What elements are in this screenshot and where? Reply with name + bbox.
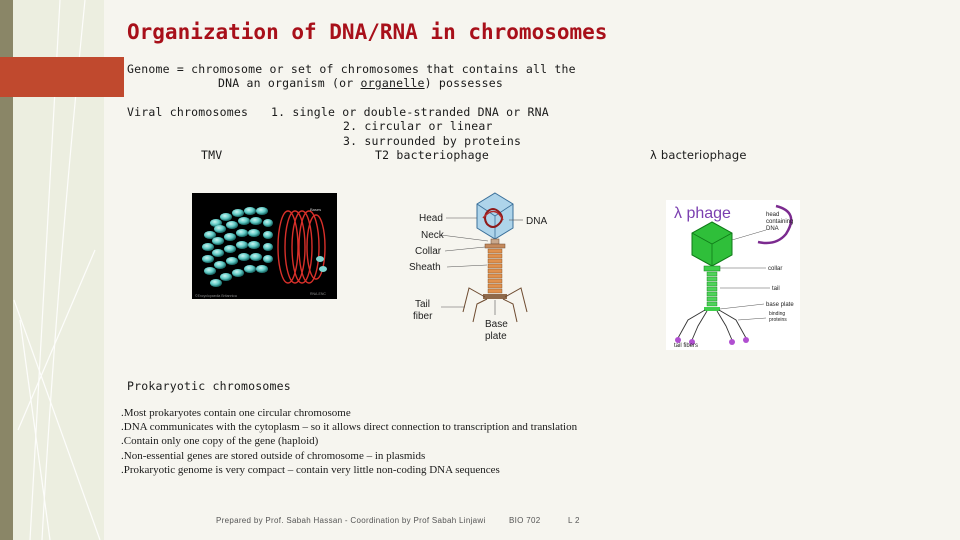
lambda-tail-label: tail: [772, 286, 780, 292]
t2-image: Head Neck Collar Sheath Tail fiber Base …: [403, 190, 553, 345]
lambda-figure-title: λ phage: [674, 205, 731, 222]
tmv-code: RNA-ENC: [310, 292, 326, 296]
tmv-bases-label: Bases: [310, 207, 321, 212]
viral-point-2: 2. circular or linear: [343, 119, 493, 133]
viral-point-3: 3. surrounded by proteins: [343, 134, 522, 148]
t2-base-label: Base: [485, 319, 508, 330]
viral-heading: Viral chromosomes: [127, 105, 249, 119]
genome-definition-line2: DNA an organism (or organelle) possesses: [218, 76, 503, 90]
t2-collar-label: Collar: [415, 246, 442, 257]
tmv-illustration: Bases ©Encyclopaedia Britannica RNA-ENC: [195, 207, 327, 298]
prokaryotic-bullet-2: .DNA communicates with the cytoplasm – s…: [121, 421, 578, 433]
prokaryotic-bullet-5: .Prokaryotic genome is very compact – co…: [121, 464, 500, 476]
prokaryotic-bullet-4: .Non-essential genes are stored outside …: [121, 450, 426, 462]
lambda-head-label-3: DNA: [766, 226, 779, 232]
tmv-copyright: ©Encyclopaedia Britannica: [195, 294, 237, 298]
accent-tab: [0, 57, 124, 97]
tmv-label: TMV: [201, 148, 223, 162]
t2-fiber-label: fiber: [413, 311, 433, 322]
lambda-binding-label-2: proteins: [769, 317, 787, 323]
sidebar-strip: [0, 0, 13, 540]
t2-head-label: Head: [419, 213, 443, 224]
slide-title: Organization of DNA/RNA in chromosomes: [127, 20, 608, 44]
t2-tail-label: Tail: [415, 299, 430, 310]
footer-lecture: L 2: [568, 516, 580, 525]
t2-plate-label: plate: [485, 331, 507, 342]
genome-definition-text: DNA an organism (or: [218, 76, 361, 90]
t2-illustration: Head Neck Collar Sheath Tail fiber Base …: [409, 192, 547, 342]
genome-definition-tail: ) possesses: [424, 76, 503, 90]
prokaryotic-bullet-3: .Contain only one copy of the gene (hapl…: [121, 435, 319, 447]
viral-point-1: 1. single or double-stranded DNA or RNA: [271, 105, 549, 119]
lambda-collar-label: collar: [768, 266, 782, 272]
footer-course: BIO 702: [509, 516, 541, 525]
genome-definition-line1: Genome = chromosome or set of chromosome…: [127, 62, 576, 76]
lambda-head-label-1: head: [766, 212, 779, 218]
lambda-tail-fibers-label: tail fibers: [674, 343, 698, 349]
footer-credit: Prepared by Prof. Sabah Hassan - Coordin…: [216, 516, 486, 525]
t2-label: T2 bacteriophage: [375, 148, 489, 162]
organelle-link[interactable]: organelle: [360, 76, 425, 90]
lambda-label: λ bacteriophage: [650, 148, 747, 162]
lambda-head-label-2: containing: [766, 219, 793, 225]
lambda-binding-label-1: binding: [769, 311, 785, 317]
lambda-illustration: λ phage head containing DNA collar tail …: [674, 204, 794, 349]
prokaryotic-heading: Prokaryotic chromosomes: [127, 379, 291, 393]
t2-neck-label: Neck: [421, 230, 445, 241]
lambda-image: λ phage head containing DNA collar tail …: [666, 200, 800, 350]
prokaryotic-bullet-1: .Most prokaryotes contain one circular c…: [121, 407, 351, 419]
t2-sheath-label: Sheath: [409, 262, 441, 273]
lambda-base-plate-label: base plate: [766, 302, 794, 308]
tmv-image: Bases ©Encyclopaedia Britannica RNA-ENC: [192, 193, 337, 299]
t2-dna-label: DNA: [526, 216, 547, 227]
